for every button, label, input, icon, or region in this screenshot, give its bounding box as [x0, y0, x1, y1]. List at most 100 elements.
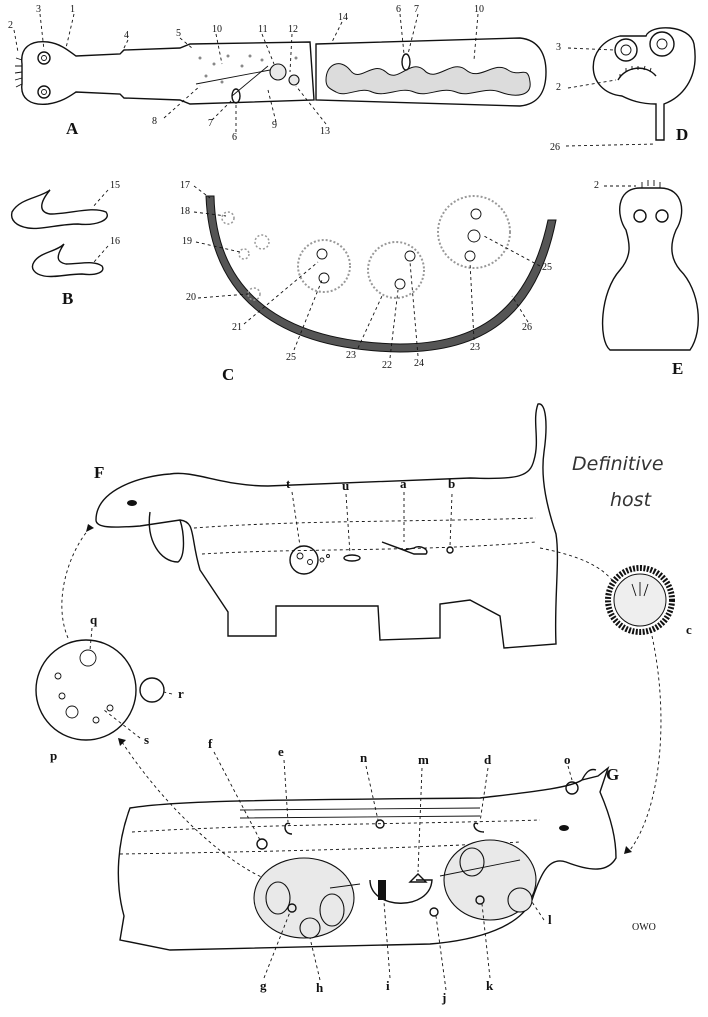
label-c-19: 19 [182, 236, 192, 247]
arrowhead-to-sheep [624, 846, 632, 854]
lung-cyst-1 [460, 848, 484, 876]
t-satellite-1 [320, 558, 324, 562]
label-a-8: 8 [152, 116, 157, 127]
daughter-protoscolex-2 [468, 230, 480, 242]
label-c-17: 17 [180, 180, 190, 191]
mature-segment-dot [249, 55, 252, 58]
small-hook [32, 244, 102, 277]
vitelline-gland [289, 75, 299, 85]
h-liver-cyst [300, 918, 320, 938]
label-d-26: 26 [550, 142, 560, 153]
sheep-outline [118, 768, 616, 950]
cyst-inner-2 [59, 693, 65, 699]
label-m: m [418, 752, 429, 767]
leader-lines-f [292, 492, 452, 554]
budding-capsule [255, 235, 269, 249]
panel-a-adult-worm: A 2 3 1 4 5 10 11 12 14 6 7 10 8 7 6 9 1… [8, 4, 546, 143]
label-e: e [278, 744, 284, 759]
hooks [15, 58, 22, 87]
mature-segment-dot [199, 57, 202, 60]
label-j: j [441, 990, 446, 1005]
label-f: f [208, 736, 213, 751]
label-q: q [90, 612, 98, 627]
mature-segment-dot [295, 57, 298, 60]
panel-label-e: E [672, 359, 683, 378]
panel-label-g: G [606, 765, 619, 784]
cyst-r-daughter [140, 678, 164, 702]
label-s: s [144, 732, 149, 747]
sucker-d-right-inner [657, 39, 667, 49]
cyst-inner-4 [93, 717, 99, 723]
panel-b-hooks: B 15 16 [12, 180, 120, 308]
handwritten-definitive: Definitive [572, 453, 664, 475]
label-c-22: 22 [382, 360, 392, 371]
u-protoscolex [344, 555, 360, 561]
label-i: i [386, 978, 390, 993]
hooks-e [642, 180, 660, 188]
sheep-eye [559, 825, 569, 831]
label-a-6b: 6 [396, 4, 401, 15]
label-a-10: 10 [212, 24, 222, 35]
cyst-p: q r s p [36, 524, 268, 880]
panel-c-hydatid-cyst: C 17 18 19 20 21 25 23 22 24 23 25 26 [180, 180, 556, 384]
e-cyst [285, 823, 292, 834]
mature-segment-dot [227, 55, 230, 58]
panel-label-b: B [62, 289, 73, 308]
ovary [270, 64, 286, 80]
label-c-23b: 23 [470, 342, 480, 353]
protoscolex-1b [319, 273, 329, 283]
handwritten-host: host [610, 489, 653, 511]
mature-segment-dot [241, 65, 244, 68]
label-l: l [548, 912, 552, 927]
label-d-3: 3 [556, 42, 561, 53]
label-c-20: 20 [186, 292, 196, 303]
sucker-e-right [656, 210, 668, 222]
label-c-18: 18 [180, 206, 190, 217]
b-gravid-segment [447, 547, 453, 553]
panel-d-protoscolex: D 3 2 26 [550, 28, 695, 153]
sucker-lower-inner [42, 90, 47, 95]
label-c-25b: 25 [542, 262, 552, 273]
liver-cyst-1 [266, 882, 290, 914]
label-c-21: 21 [232, 322, 242, 333]
label-d: d [484, 752, 492, 767]
panel-g-sheep: G f e n m d o g h i j k l OWO [118, 736, 656, 1005]
label-b-16: 16 [110, 236, 120, 247]
sheep-vessel [240, 808, 480, 818]
arrow-sheep-to-cyst [122, 742, 268, 880]
label-a-2: 2 [8, 20, 13, 31]
sucker-d-right [650, 32, 674, 56]
sucker-d-left-inner [621, 45, 631, 55]
label-c-25: 25 [286, 352, 296, 363]
label-t: t [286, 476, 291, 491]
f-oncosphere [257, 839, 267, 849]
germinal-bud [222, 212, 234, 224]
sucker-e-left [634, 210, 646, 222]
label-b: b [448, 476, 455, 491]
dog-intestine [194, 518, 536, 554]
m-hatching [410, 874, 426, 882]
panel-f-dog: F t u a b Definitive host [94, 404, 664, 648]
liver-cyst-2 [320, 894, 344, 926]
panel-label-a: A [66, 119, 79, 138]
label-a-14: 14 [338, 12, 348, 23]
brood-capsule-2 [368, 242, 424, 298]
genital-duct-2 [232, 66, 268, 96]
panel-label-d: D [676, 125, 688, 144]
mature-segment-dot [261, 59, 264, 62]
leader-lines-d [566, 48, 656, 146]
label-u: u [342, 478, 349, 493]
label-a-5: 5 [176, 28, 181, 39]
t-inner-1 [297, 553, 303, 559]
cyst-outline [36, 640, 136, 740]
cyst-q-brood [80, 650, 96, 666]
label-a-13: 13 [320, 126, 330, 137]
mature-segment-dot [213, 63, 216, 66]
label-a-1: 1 [70, 4, 75, 15]
arrow-cyst-to-dog [62, 528, 90, 638]
label-n: n [360, 750, 368, 765]
label-c-23: 23 [346, 350, 356, 361]
label-e-2: 2 [594, 180, 599, 191]
